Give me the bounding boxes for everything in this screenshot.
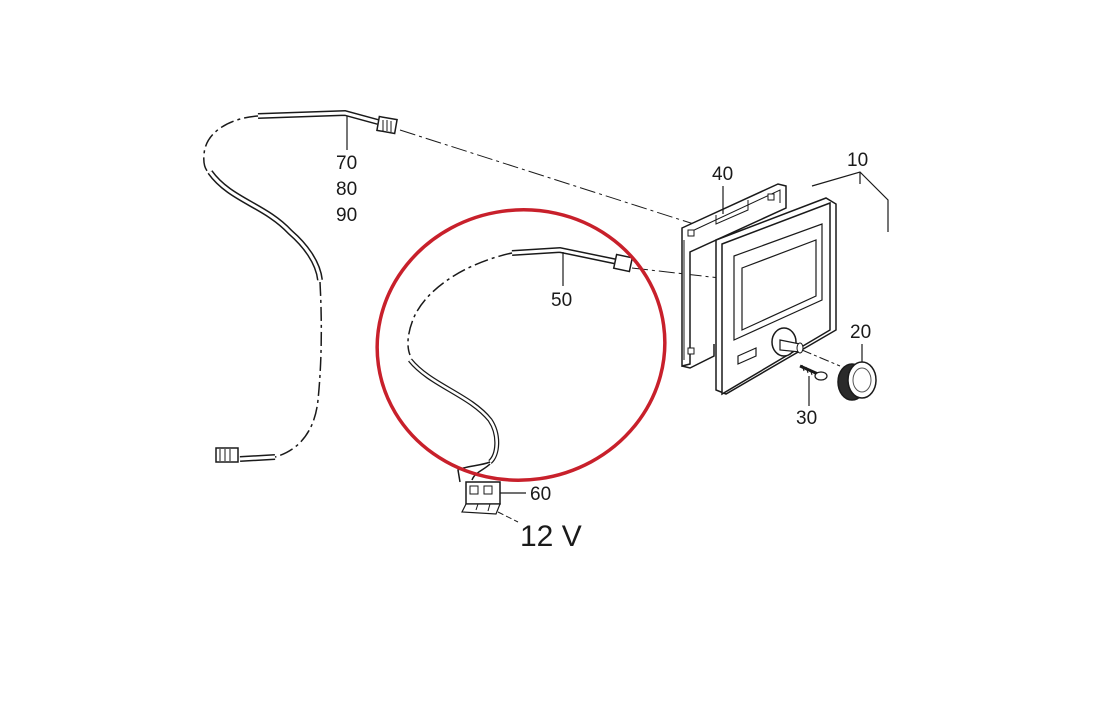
label-part-30: 30 (796, 408, 817, 429)
mounting-frame-40 (681, 183, 787, 369)
projection-line-20 (801, 349, 841, 367)
cable-70-bottom-connector (215, 447, 239, 463)
label-voltage: 12 V (520, 520, 582, 553)
terminal-block-60 (461, 481, 501, 515)
label-part-90: 90 (336, 205, 357, 226)
knob-20 (837, 361, 877, 401)
cable-70-top-connector (376, 115, 398, 135)
cable-70-80-90 (203, 109, 379, 462)
label-part-10: 10 (847, 150, 868, 171)
label-part-20: 20 (850, 322, 871, 343)
highlight-circle (375, 208, 667, 482)
projection-line-70 (399, 129, 701, 227)
label-part-80: 80 (336, 179, 357, 200)
cable-50-connector (612, 253, 634, 273)
control-panel-10 (715, 197, 837, 396)
cable-50 (407, 246, 619, 483)
leader-10 (811, 171, 889, 232)
label-part-70: 70 (336, 153, 357, 174)
projection-line-12v (497, 511, 519, 523)
screw-30 (799, 364, 828, 381)
projection-line-50 (631, 267, 721, 279)
label-part-40: 40 (712, 164, 733, 185)
label-part-50: 50 (551, 290, 572, 311)
label-part-60: 60 (530, 484, 551, 505)
